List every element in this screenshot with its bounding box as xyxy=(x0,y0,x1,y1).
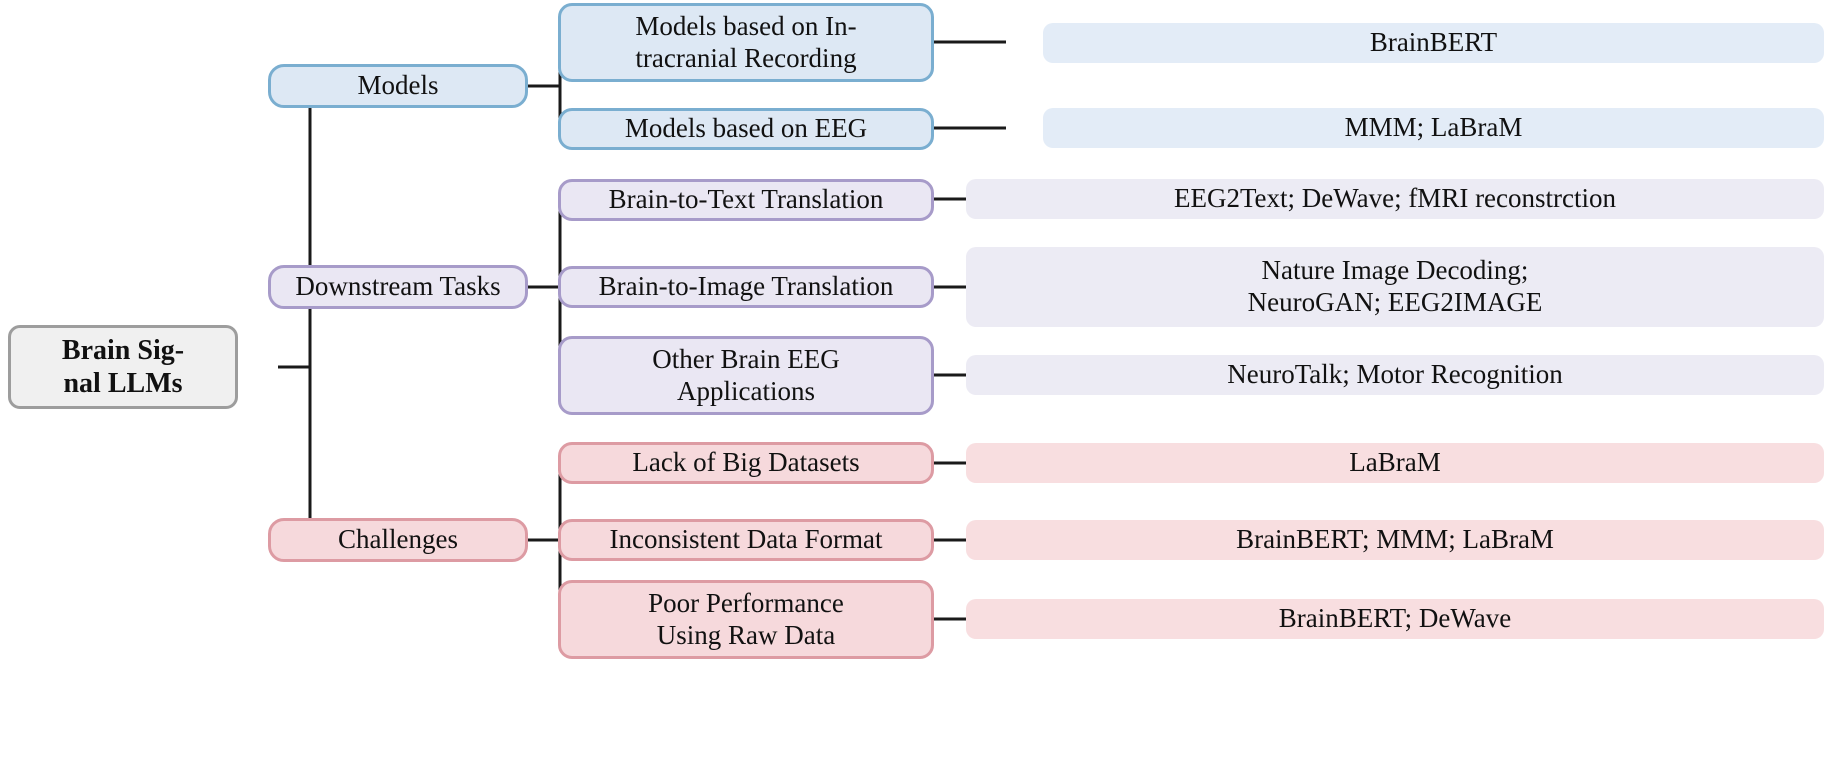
examples-node-label: BrainBERT xyxy=(1369,27,1498,58)
subtopic-node-models-eeg[interactable]: Models based on EEG xyxy=(558,108,934,150)
examples-node-label: BrainBERT; DeWave xyxy=(1278,603,1512,634)
examples-node-brainbert-dewave[interactable]: BrainBERT; DeWave xyxy=(966,599,1824,639)
examples-node-brainbert-mmm-labram[interactable]: BrainBERT; MMM; LaBraM xyxy=(966,520,1824,560)
subtopic-node-other-eeg-applications[interactable]: Other Brain EEG Applications xyxy=(558,336,934,415)
examples-node-label: Nature Image Decoding; NeuroGAN; EEG2IMA… xyxy=(1247,255,1543,317)
subtopic-node-label: Brain-to-Image Translation xyxy=(598,271,894,302)
subtopic-node-label: Inconsistent Data Format xyxy=(609,524,883,555)
subtopic-node-brain-to-text[interactable]: Brain-to-Text Translation xyxy=(558,179,934,221)
examples-node-label: LaBraM xyxy=(1349,447,1441,478)
subtopic-node-label: Lack of Big Datasets xyxy=(632,447,860,478)
examples-node-label: EEG2Text; DeWave; fMRI reconstrction xyxy=(1173,183,1617,214)
subtopic-node-lack-of-big-datasets[interactable]: Lack of Big Datasets xyxy=(558,442,934,484)
examples-node-label: BrainBERT; MMM; LaBraM xyxy=(1236,524,1554,555)
category-node-challenges[interactable]: Challenges xyxy=(268,518,528,562)
category-node-label: Challenges xyxy=(338,524,458,555)
subtopic-node-models-intracranial[interactable]: Models based on In- tracranial Recording xyxy=(558,3,934,82)
category-node-label: Models xyxy=(357,70,439,101)
category-node-models[interactable]: Models xyxy=(268,64,528,108)
subtopic-node-label: Models based on In- tracranial Recording xyxy=(635,10,857,73)
subtopic-node-poor-performance-raw-data[interactable]: Poor Performance Using Raw Data xyxy=(558,580,934,659)
category-node-downstream-tasks[interactable]: Downstream Tasks xyxy=(268,265,528,309)
examples-node-mmm-labram[interactable]: MMM; LaBraM xyxy=(1043,108,1824,148)
subtopic-node-inconsistent-data-format[interactable]: Inconsistent Data Format xyxy=(558,519,934,561)
subtopic-node-brain-to-image[interactable]: Brain-to-Image Translation xyxy=(558,266,934,308)
examples-node-other-eeg-applications[interactable]: NeuroTalk; Motor Recognition xyxy=(966,355,1824,395)
subtopic-node-label: Brain-to-Text Translation xyxy=(608,184,884,215)
subtopic-node-label: Poor Performance Using Raw Data xyxy=(648,587,844,650)
examples-node-brain-to-image[interactable]: Nature Image Decoding; NeuroGAN; EEG2IMA… xyxy=(966,247,1824,327)
root-node-brain-signal-llms[interactable]: Brain Sig- nal LLMs xyxy=(8,325,238,409)
examples-node-brainbert[interactable]: BrainBERT xyxy=(1043,23,1824,63)
examples-node-label: MMM; LaBraM xyxy=(1344,112,1523,143)
root-node-label: Brain Sig- nal LLMs xyxy=(61,334,185,399)
subtopic-node-label: Models based on EEG xyxy=(624,113,868,144)
subtopic-node-label: Other Brain EEG Applications xyxy=(652,343,840,406)
examples-node-brain-to-text[interactable]: EEG2Text; DeWave; fMRI reconstrction xyxy=(966,179,1824,219)
category-node-label: Downstream Tasks xyxy=(295,271,501,302)
examples-node-label: NeuroTalk; Motor Recognition xyxy=(1227,359,1563,390)
examples-node-labram[interactable]: LaBraM xyxy=(966,443,1824,483)
